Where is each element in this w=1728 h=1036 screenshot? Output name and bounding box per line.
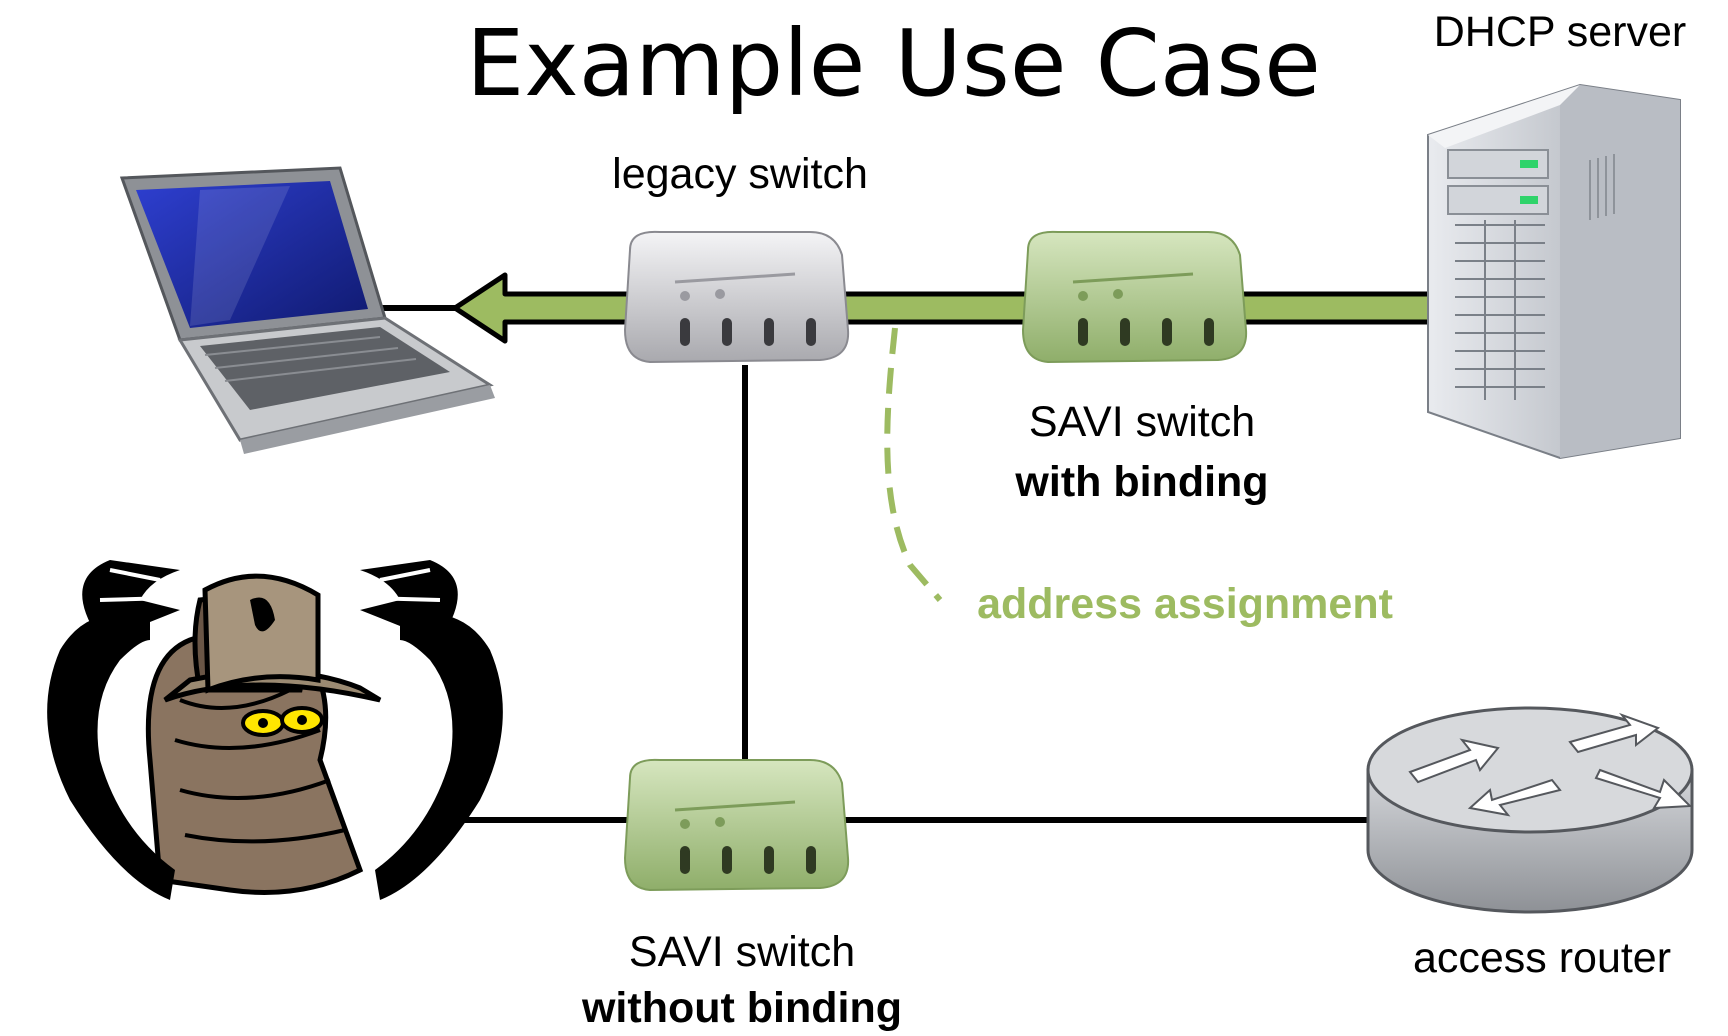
server-icon	[1427, 83, 1681, 460]
savi-switch-with-label: SAVI switch	[1028, 398, 1256, 446]
dhcp-flow-arrow	[452, 272, 1443, 344]
laptop-icon	[119, 166, 495, 454]
legacy-switch-icon	[623, 230, 850, 364]
savi-switch-without-binding-label: without binding	[581, 984, 902, 1032]
legacy-switch-label: legacy switch	[612, 150, 868, 198]
page-title: Example Use Case	[466, 10, 1321, 117]
router-icon	[1366, 706, 1694, 914]
address-assignment-dash	[884, 327, 943, 602]
savi-switch-icon	[1021, 230, 1248, 364]
address-assignment-label: address assignment	[977, 580, 1393, 628]
access-router-label: access router	[1412, 934, 1672, 982]
attacker-icon	[47, 560, 503, 900]
dhcp-server-label: DHCP server	[1433, 8, 1687, 56]
savi-switch-with-binding-label: with binding	[1015, 458, 1269, 506]
links	[380, 305, 1440, 823]
savi-switch-without-label: SAVI switch	[628, 928, 856, 976]
savi-switch-icon	[623, 758, 850, 892]
